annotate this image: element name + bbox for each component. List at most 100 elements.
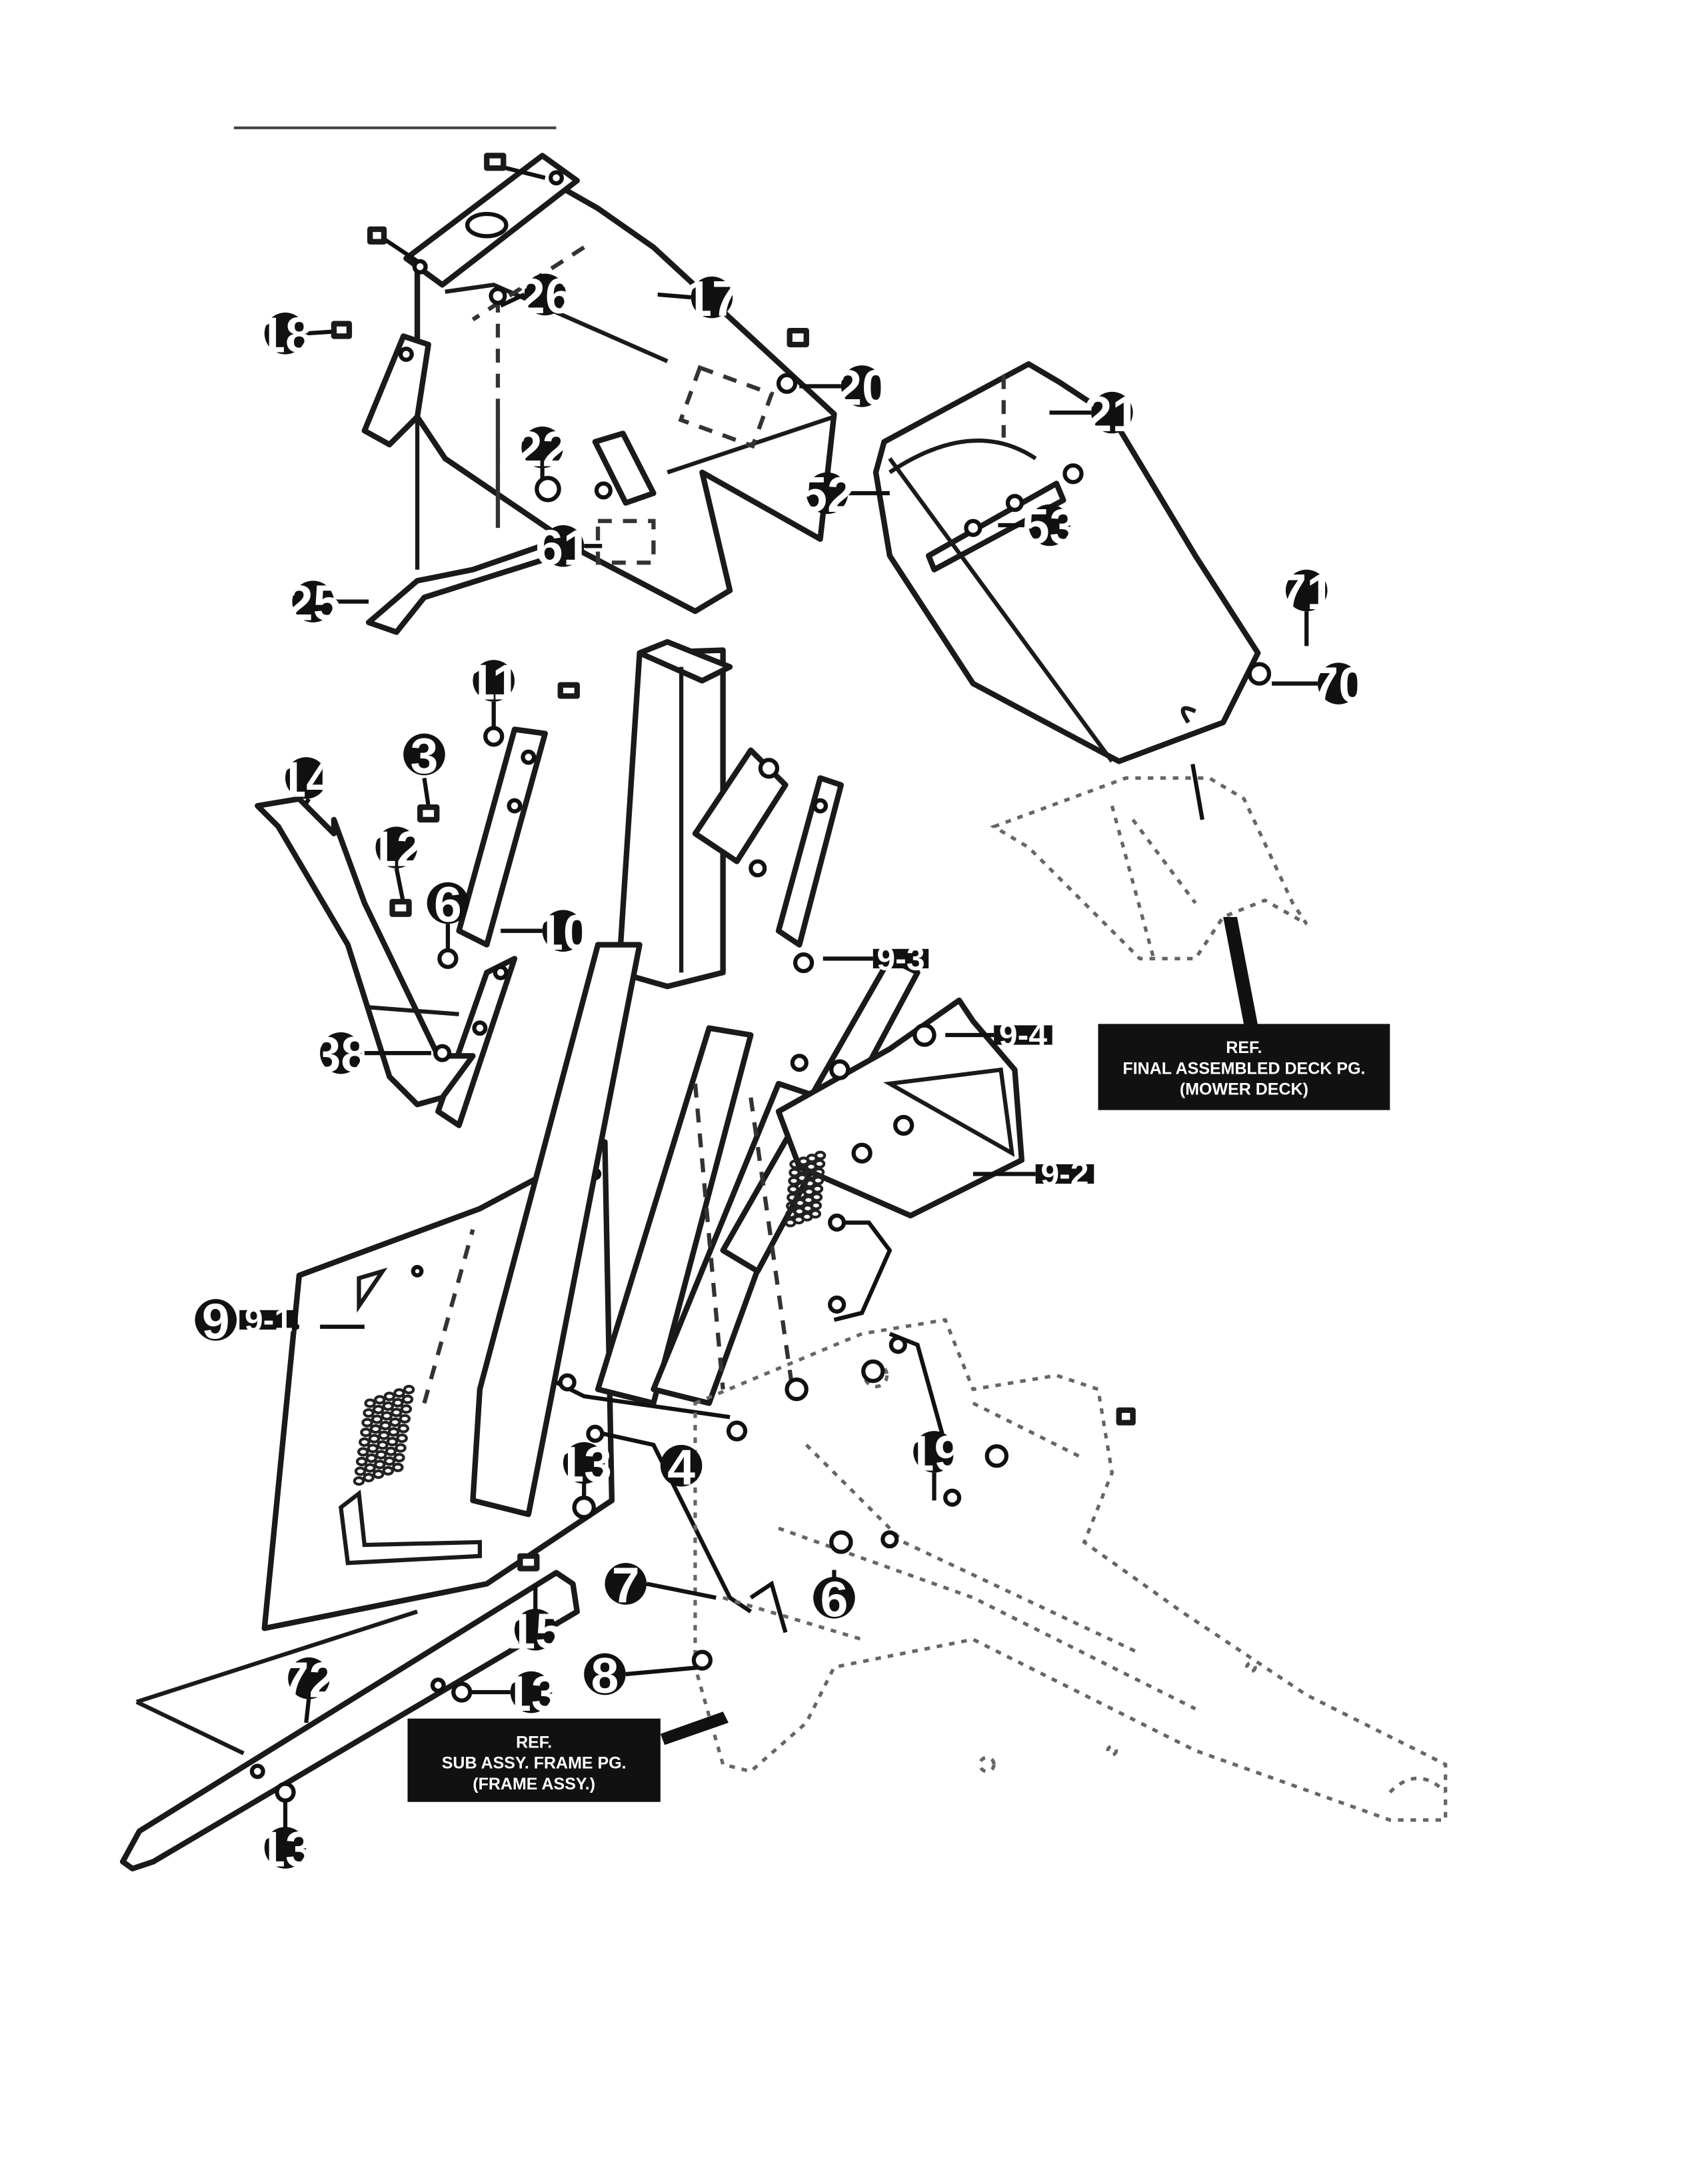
vent-hole (809, 1209, 822, 1219)
vent-hole (399, 1414, 411, 1424)
ref-deck-line3: (MOWER DECK) (1180, 1080, 1308, 1099)
vent-hole (811, 1192, 823, 1202)
vent-hole (357, 1447, 369, 1457)
callout-17: 17 (684, 271, 739, 327)
callout-7: 7 (605, 1558, 647, 1614)
vent-hole (374, 1395, 386, 1405)
callout-3: 3 (403, 728, 445, 784)
callout-4-label: 4 (667, 1439, 695, 1495)
callout-11-label: 11 (467, 654, 520, 710)
callout-6-upper: 6 (427, 876, 469, 932)
callout-13-bottom: 13 (257, 1821, 313, 1877)
vent-hole (395, 1443, 407, 1453)
vent-hole (811, 1184, 824, 1194)
callout-70-label: 70 (1310, 657, 1366, 713)
vent-hole (403, 1384, 415, 1395)
vent-hole (381, 1411, 393, 1421)
callout-53: 53 (1022, 499, 1077, 554)
vent-hole (360, 1428, 372, 1438)
callout-53-label: 53 (1022, 499, 1077, 554)
vent-hole (814, 1150, 827, 1160)
callout-12-label: 12 (369, 821, 424, 877)
tag-9-2: 9-2 (1035, 1155, 1094, 1192)
callout-71: 71 (1278, 564, 1334, 620)
part-72-skid-bar (119, 1570, 580, 1871)
callout-15: 15 (508, 1603, 563, 1659)
tag-9-3-label: 9-3 (876, 940, 924, 977)
ref-deck-line1: REF. (1226, 1038, 1262, 1057)
callout-72-label: 72 (281, 1651, 337, 1707)
callout-9: 9 (195, 1293, 237, 1349)
callout-70: 70 (1310, 657, 1366, 713)
vent-hole (401, 1394, 414, 1404)
callout-14-label: 14 (279, 751, 335, 807)
right-rail (692, 747, 845, 948)
callout-38: 38 (313, 1026, 369, 1082)
vent-hole (364, 1463, 376, 1473)
left-rail (435, 726, 549, 1128)
vent-hole (813, 1159, 826, 1169)
vent-hole (379, 1420, 391, 1431)
frame-reference-outline (693, 1318, 1448, 1822)
vent-hole (386, 1437, 399, 1447)
vent-hole (363, 1408, 375, 1418)
vent-hole (812, 1176, 825, 1186)
part-9-2-perforated-vent (785, 1150, 827, 1228)
vent-hole (383, 1456, 396, 1466)
vent-hole (397, 1424, 409, 1434)
callout-6-lower: 6 (813, 1571, 855, 1627)
callout-3-label: 3 (411, 728, 439, 784)
vent-hole (393, 1388, 405, 1398)
callout-20-label: 20 (834, 360, 889, 416)
vent-hole (382, 1401, 395, 1411)
callout-22-label: 22 (515, 421, 570, 477)
vent-hole (400, 1404, 413, 1414)
callout-21-label: 21 (1084, 386, 1140, 442)
tag-9-4: 9-4 (994, 1016, 1052, 1054)
vent-hole (391, 1408, 403, 1418)
callout-25: 25 (285, 575, 341, 631)
vent-hole (383, 1392, 396, 1402)
part-17-upper-shroud (414, 177, 837, 614)
vent-hole (374, 1460, 386, 1470)
vent-hole (372, 1469, 385, 1480)
ref-box-frame: REF. SUB ASSY. FRAME PG. (FRAME ASSY.) (407, 1711, 729, 1802)
vent-hole (365, 1453, 378, 1463)
callout-61-label: 61 (535, 519, 591, 575)
callout-leaders (278, 292, 1318, 1831)
callout-9-label: 9 (202, 1293, 230, 1349)
callout-38-label: 38 (313, 1026, 369, 1082)
callout-25-label: 25 (285, 575, 341, 631)
tag-9-4-label: 9-4 (999, 1016, 1047, 1054)
vent-hole (369, 1424, 382, 1434)
callout-52: 52 (799, 467, 854, 523)
callout-13-skid-label: 13 (503, 1665, 559, 1721)
vent-hole (396, 1433, 408, 1444)
callout-13-middle-label: 13 (556, 1436, 611, 1492)
top-bracket-plate (383, 153, 580, 288)
tag-9-1-label: 9-1 (245, 1301, 293, 1338)
callout-13-skid: 13 (503, 1665, 559, 1721)
vent-hole (372, 1404, 385, 1415)
callout-52-label: 52 (799, 467, 854, 523)
callout-61: 61 (535, 519, 591, 575)
callout-13-bottom-label: 13 (257, 1821, 313, 1877)
ref-box-mower-deck: REF. FINAL ASSEMBLED DECK PG. (MOWER DEC… (1098, 916, 1390, 1110)
mower-deck-reference-outline (990, 776, 1308, 960)
vent-hole (385, 1446, 397, 1456)
tag-9-1: 9-1 (239, 1301, 298, 1338)
vent-hole (813, 1167, 825, 1177)
callout-12: 12 (369, 821, 424, 877)
vent-hole (377, 1440, 389, 1450)
callout-26-label: 26 (517, 268, 573, 324)
part-14-grip-handle (255, 796, 476, 1108)
vent-hole (810, 1200, 823, 1210)
callout-15-label: 15 (508, 1603, 563, 1659)
vent-hole (359, 1437, 371, 1447)
callout-17-label: 17 (684, 271, 739, 327)
vent-hole (375, 1450, 387, 1460)
callout-4: 4 (660, 1439, 703, 1495)
callout-18: 18 (257, 307, 313, 363)
tag-9-2-label: 9-2 (1040, 1155, 1088, 1192)
